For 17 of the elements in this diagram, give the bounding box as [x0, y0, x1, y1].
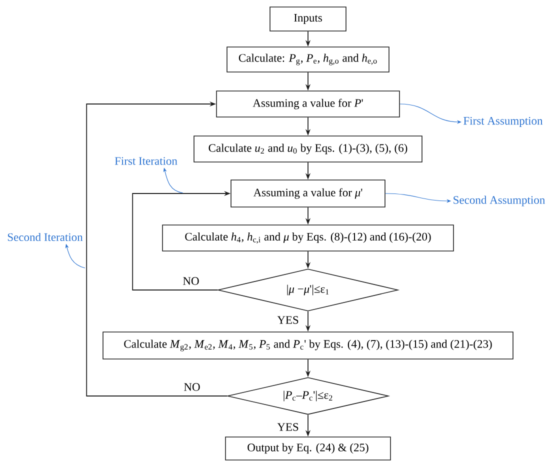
loop-arrow [86, 101, 228, 396]
annotation-label: Second Iteration [8, 232, 83, 242]
annotation-label: First Iteration [114, 157, 178, 165]
process-box: Output by Eq. (24) & (25) [225, 436, 391, 460]
edge-label: NO [182, 276, 200, 286]
process-box: Inputs [270, 6, 346, 32]
edge-label: NO [182, 382, 202, 392]
process-box: Calculate h$_{4}$, h$_{c,i}$ and μ by Eqs. (8)-(12) and (16)-(20) [162, 224, 454, 252]
process-box: Assuming a value for μ' [230, 180, 386, 208]
process-box: Calculate: P$_{g}$, P$_{e}$, h$_{g,o}$ and h$_{e,o}$ [226, 46, 390, 72]
annotation-label: Second Assumption [454, 196, 545, 206]
edge-label: YES [276, 315, 300, 325]
process-box: Assuming a value for P' [216, 90, 400, 118]
annotation-label: First Assumption [464, 116, 543, 128]
process-box: Calculate M$_{g2}$, M$_{e2}$, M$_{4}$, M$_{5}$, P$_{5}$ and P$_{c}$' by Eqs. (4), (7), (13)-(15) and (21)-(23) [102, 332, 514, 360]
process-box: Calculate u$_{2}$ and u$_{0}$ by Eqs. (1)-(3), (5), (6) [194, 136, 422, 162]
edge-label: YES [276, 422, 300, 432]
